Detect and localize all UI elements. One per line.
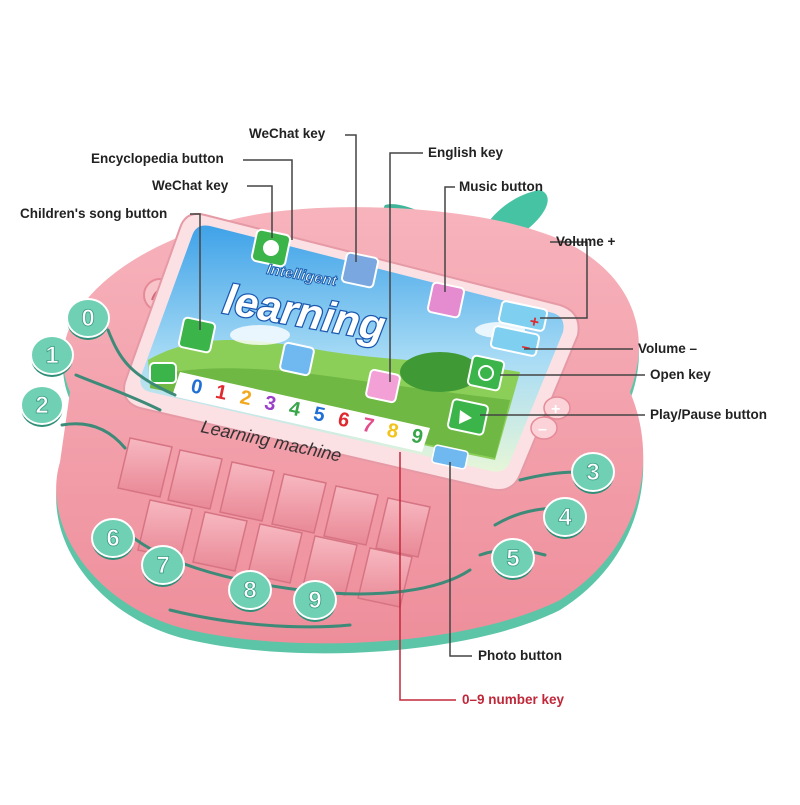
number-button-face <box>571 452 615 492</box>
number-button-label: 6 <box>106 525 119 552</box>
number-button-0[interactable]: 0 <box>66 298 110 340</box>
keyboard-key[interactable] <box>247 523 303 584</box>
callout-number-key: 0–9 number key <box>462 692 565 707</box>
callout-photo-button: Photo button <box>478 648 562 663</box>
callout-childrens-song-button: Children's song button <box>20 206 168 221</box>
screen-digit: 1 <box>213 381 228 405</box>
number-button-label: 0 <box>81 305 94 332</box>
screen-digit: 5 <box>311 403 326 427</box>
back-app-icon[interactable] <box>149 362 177 384</box>
digit-strip-background <box>172 372 430 452</box>
keyboard-key[interactable] <box>117 437 173 498</box>
plus-icon: + <box>528 313 541 332</box>
number-button-face <box>543 497 587 537</box>
volume-plus-screen-icon[interactable] <box>497 300 549 332</box>
open-app-icon[interactable] <box>466 354 506 392</box>
music-app-icon[interactable] <box>426 281 466 319</box>
screen-tree <box>400 352 480 392</box>
callout-play-pause-button: Play/Pause button <box>650 407 768 422</box>
screen-digit: 0 <box>189 375 204 399</box>
keyboard-key[interactable] <box>375 497 431 558</box>
encyclopedia-app-icon[interactable] <box>279 341 315 377</box>
childrens-song-app-icon[interactable] <box>177 316 217 354</box>
number-button-face <box>228 570 272 610</box>
volume-side-buttons: + – <box>530 396 571 440</box>
power-icon <box>478 365 494 381</box>
number-button-8[interactable]: 8 <box>228 570 272 612</box>
number-button-1[interactable]: 1 <box>30 335 74 377</box>
english-app-icon[interactable] <box>365 368 401 404</box>
callout-wechat-key-left: WeChat key <box>152 178 229 193</box>
callout-wechat-key-top: WeChat key <box>249 126 326 141</box>
volume-plus-button[interactable] <box>543 396 571 420</box>
callout-encyclopedia-button: Encyclopedia button <box>91 151 224 166</box>
screen-digit: 3 <box>262 392 277 416</box>
number-button-label: 3 <box>586 459 599 486</box>
number-button-2[interactable]: 2 <box>20 385 64 427</box>
play-icon <box>459 410 472 424</box>
screen-digit: 2 <box>238 386 253 410</box>
volume-plus-glyph: + <box>551 401 560 418</box>
screen-digit: 6 <box>336 408 351 432</box>
callout-english-key: English key <box>428 145 504 160</box>
number-button-face <box>293 580 337 620</box>
photo-app-icon[interactable] <box>431 444 469 470</box>
number-button-label: 7 <box>156 552 169 579</box>
number-button-label: 2 <box>35 392 48 419</box>
number-button-label: 9 <box>308 587 321 614</box>
screen-app-icons: + – <box>149 228 549 470</box>
number-button-9[interactable]: 9 <box>293 580 337 622</box>
number-button-4[interactable]: 4 <box>543 497 587 539</box>
number-button-label: 5 <box>506 545 519 572</box>
callout-lines <box>190 134 645 701</box>
screen-digit: 8 <box>385 419 400 443</box>
wechat-app-icon-2[interactable] <box>340 251 380 289</box>
number-button-5[interactable]: 5 <box>491 538 535 580</box>
number-button-label: 8 <box>243 577 256 604</box>
screen-digit: 7 <box>360 414 375 438</box>
number-button-face <box>20 385 64 425</box>
number-button-label: 1 <box>45 342 58 369</box>
keyboard-key[interactable] <box>219 461 275 522</box>
callout-volume-plus: Volume + <box>556 234 616 249</box>
wechat-bubble-icon <box>263 240 279 256</box>
screen-digit: 9 <box>409 425 424 449</box>
number-button-6[interactable]: 6 <box>91 518 135 560</box>
volume-minus-glyph: – <box>538 421 547 438</box>
number-button-3[interactable]: 3 <box>571 452 615 494</box>
number-button-label: 4 <box>558 504 572 531</box>
keyboard-key[interactable] <box>323 485 379 546</box>
callout-open-key: Open key <box>650 367 711 382</box>
keyboard-key[interactable] <box>192 511 248 572</box>
screen-cloud <box>230 325 290 345</box>
volume-minus-button[interactable] <box>530 416 558 440</box>
number-button-face <box>141 545 185 585</box>
callout-music-button: Music button <box>459 179 543 194</box>
number-button-7[interactable]: 7 <box>141 545 185 587</box>
number-button-face <box>491 538 535 578</box>
number-button-face <box>66 298 110 338</box>
number-button-face <box>91 518 135 558</box>
keyboard-key[interactable] <box>271 473 327 534</box>
callout-volume-minus: Volume – <box>638 341 698 356</box>
minus-icon: – <box>520 338 532 356</box>
number-button-face <box>30 335 74 375</box>
keyboard-key[interactable] <box>167 449 223 510</box>
